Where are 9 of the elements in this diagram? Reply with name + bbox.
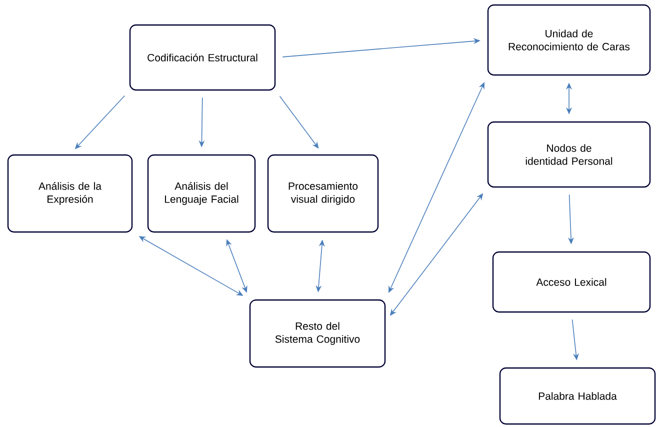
process-box: Análisis del Lenguaje Facial	[147, 154, 256, 233]
process-box: Resto del Sistema Cognitivo	[249, 299, 386, 368]
process-box: Nodos de identidad Personal	[487, 121, 651, 188]
process-box: Unidad de Reconocimiento de Caras	[487, 4, 651, 76]
process-box: Procesamiento visual dirigido	[267, 154, 379, 233]
process-box: Análisis de la Expresión	[7, 154, 133, 233]
process-box: Palabra Hablada	[499, 367, 656, 425]
process-box: Acceso Lexical	[492, 251, 651, 313]
process-box: Codificación Estructural	[129, 24, 276, 91]
